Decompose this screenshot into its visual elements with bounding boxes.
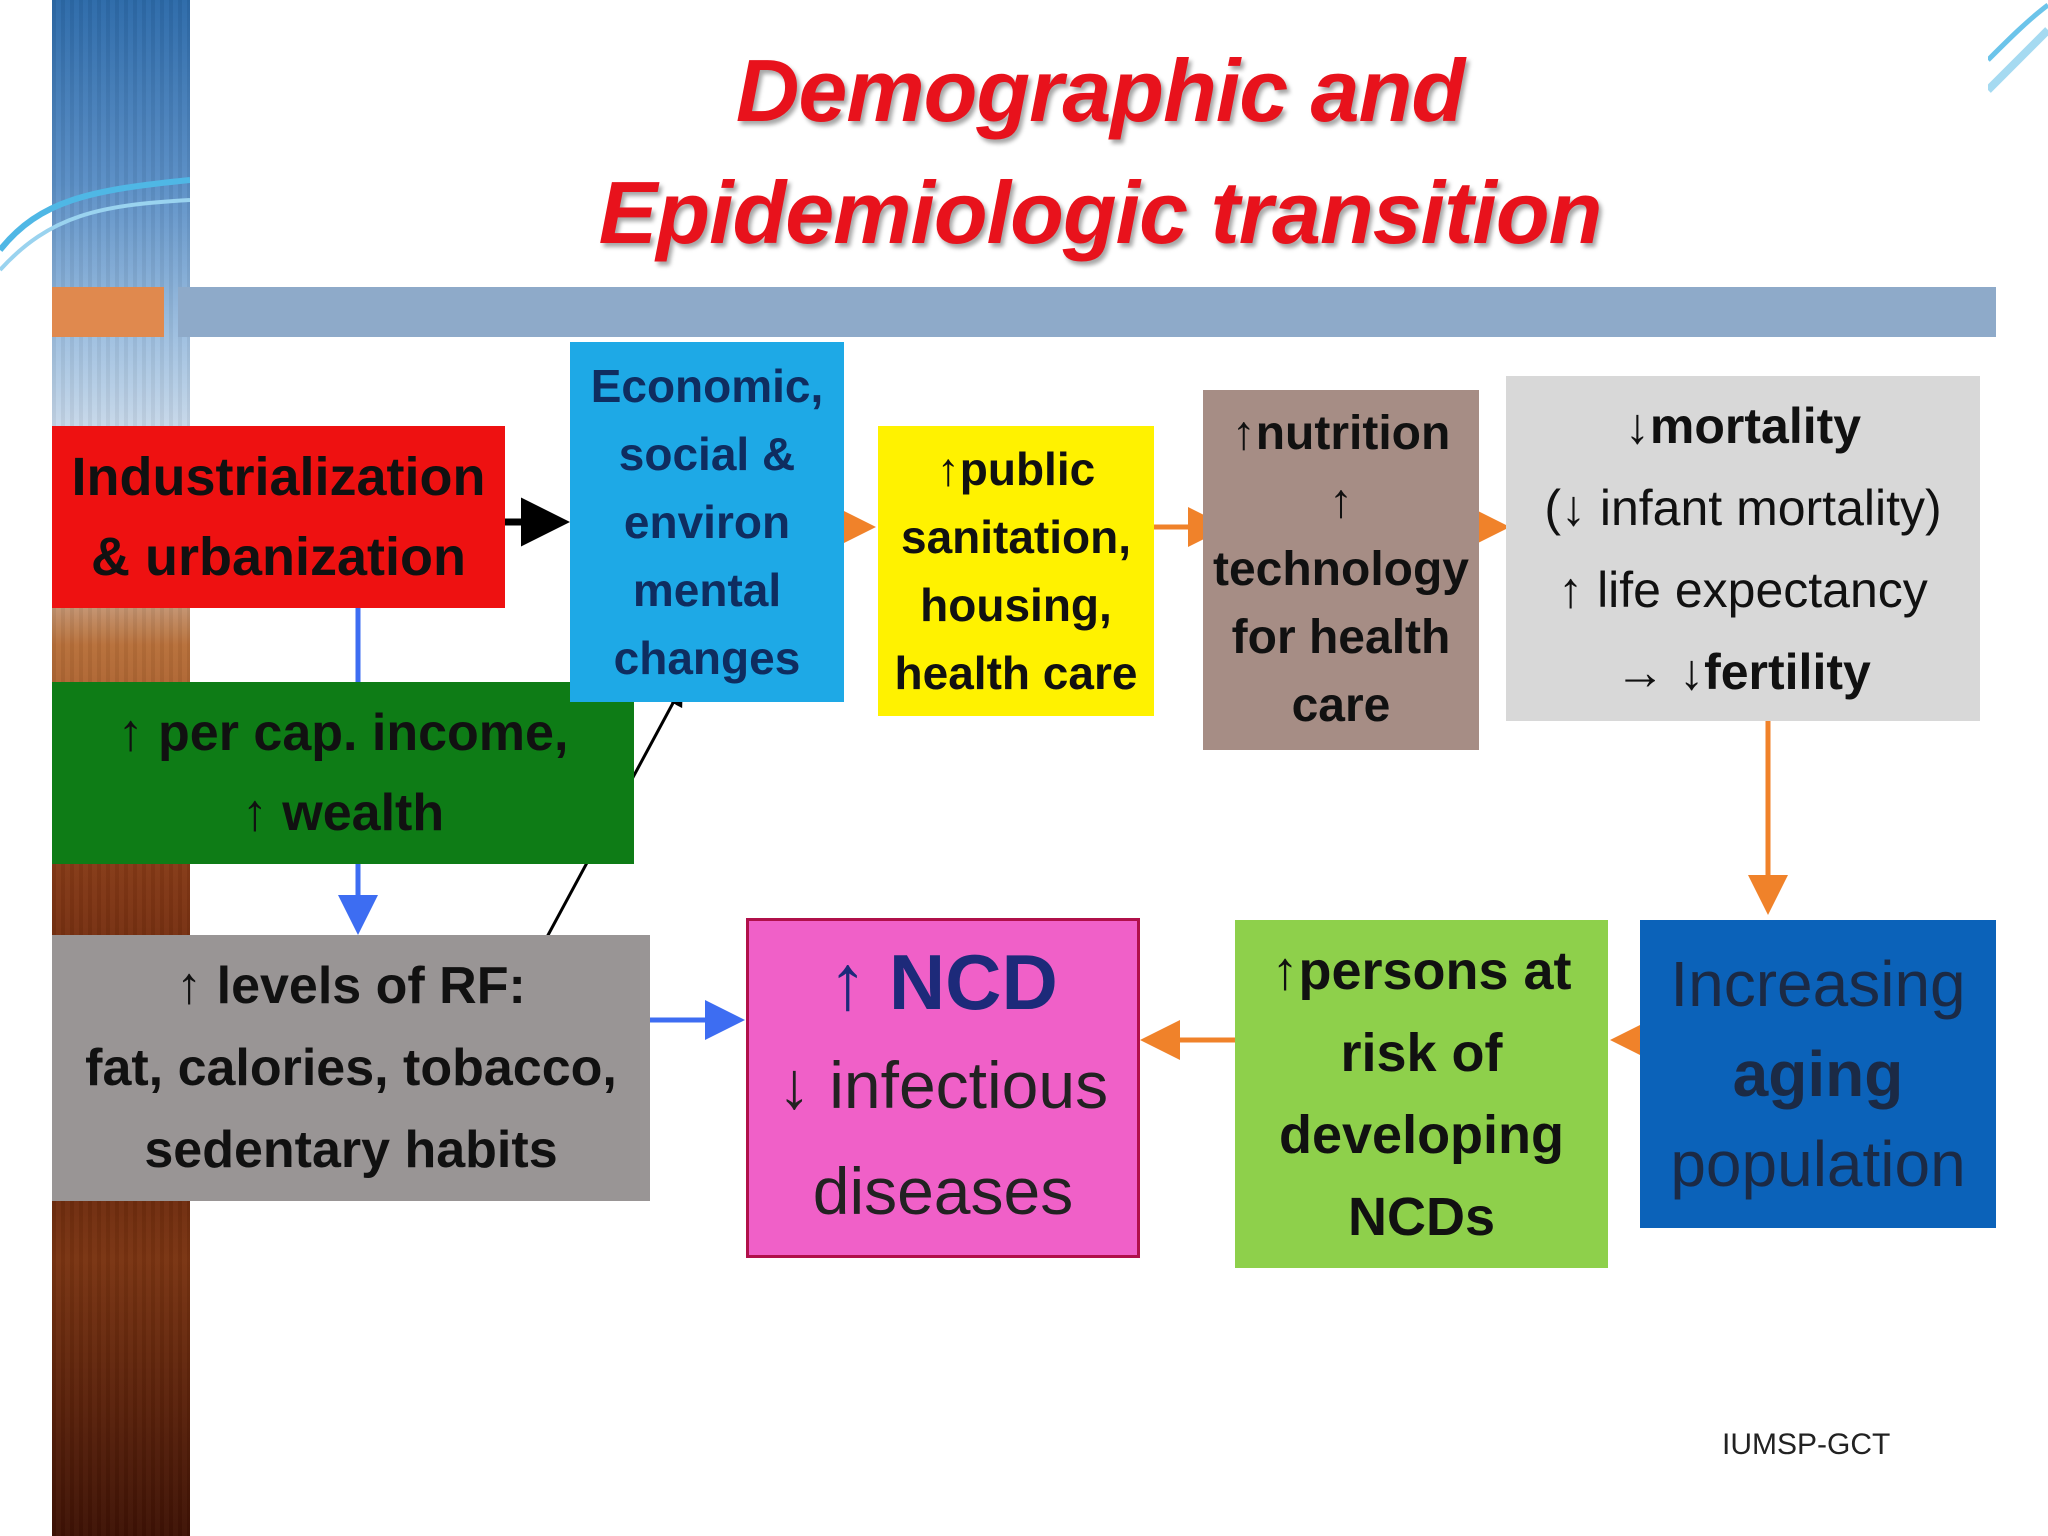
title-line-2: Epidemiologic transition <box>598 163 1603 262</box>
aging-line-3: population <box>1670 1128 1966 1200</box>
nutrition-line-2: ↑ <box>1328 475 1353 528</box>
mortality-box: ↓mortality (↓ infant mortality) ↑ life e… <box>1506 376 1980 721</box>
aging-line-2: aging <box>1732 1038 1904 1110</box>
top-left-swoosh-decoration <box>0 177 190 272</box>
economic-line-4: mental <box>632 564 782 616</box>
aging-line-1: Increasing <box>1670 948 1966 1020</box>
nutrition-line-5: care <box>1291 679 1391 732</box>
aging-population-box: Increasing aging population <box>1640 920 1996 1228</box>
income-line-1: ↑ per cap. income, <box>117 704 569 762</box>
economic-line-2: social & <box>618 428 796 480</box>
persons-line-4: NCDs <box>1347 1187 1496 1247</box>
mortality-line-2: (↓ infant mortality) <box>1544 479 1942 536</box>
persons-at-risk-box: ↑persons at risk of developing NCDs <box>1235 920 1608 1268</box>
economic-line-5: changes <box>613 632 801 684</box>
title-line-1: Demographic and <box>735 41 1465 140</box>
risk-factors-line-3: sedentary habits <box>144 1121 558 1179</box>
industrialization-box: Industrialization & urbanization <box>52 426 505 608</box>
nutrition-line-3: technology <box>1212 543 1469 596</box>
income-box: ↑ per cap. income, ↑ wealth <box>52 682 634 864</box>
mortality-line-4-prefix: → <box>1615 643 1680 700</box>
risk-factors-line-1: ↑ levels of RF: <box>176 957 526 1015</box>
public-line-1: ↑public <box>936 443 1096 495</box>
blue-divider-bar <box>178 287 1996 337</box>
industrialization-line-1: Industrialization <box>71 447 486 507</box>
ncd-line-1: ↑ NCD <box>828 938 1058 1026</box>
public-line-3: housing, <box>920 579 1112 631</box>
slide-title: Demographic and Epidemiologic transition <box>430 30 1770 274</box>
ncd-line-2: ↓ infectious <box>777 1048 1109 1122</box>
orange-accent-bar <box>52 287 164 337</box>
top-right-swoosh-decoration <box>1988 3 2048 93</box>
economic-changes-box: Economic, social & environ mental change… <box>570 342 844 702</box>
fertility-label: ↓fertility <box>1679 643 1871 700</box>
mortality-line-1: ↓mortality <box>1624 397 1862 454</box>
economic-line-3: environ <box>623 496 791 548</box>
public-line-2: sanitation, <box>900 511 1132 563</box>
ncd-line-3: diseases <box>812 1154 1074 1228</box>
risk-factors-line-2: fat, calories, tobacco, <box>85 1039 617 1097</box>
mortality-line-4: → ↓fertility <box>1544 631 1941 713</box>
nutrition-line-1: ↑nutrition <box>1231 407 1451 460</box>
income-line-2: ↑ wealth <box>241 784 445 842</box>
public-sanitation-box: ↑public sanitation, housing, health care <box>878 426 1154 716</box>
persons-line-2: risk of <box>1340 1023 1503 1083</box>
nutrition-technology-box: ↑nutrition ↑ technology for health care <box>1203 390 1479 750</box>
economic-line-1: Economic, <box>590 360 824 412</box>
footer-credit: IUMSP-GCT <box>1722 1428 1891 1461</box>
public-line-4: health care <box>894 647 1138 699</box>
industrialization-line-2: & urbanization <box>91 527 466 587</box>
mortality-line-3: ↑ life expectancy <box>1558 561 1928 618</box>
risk-factors-box: ↑ levels of RF: fat, calories, tobacco, … <box>52 935 650 1201</box>
left-margin <box>0 0 52 1536</box>
persons-line-3: developing <box>1278 1105 1565 1165</box>
persons-line-1: ↑persons at <box>1271 941 1572 1001</box>
ncd-box: ↑ NCD ↓ infectious diseases <box>746 918 1140 1258</box>
nutrition-line-4: for health <box>1231 611 1451 664</box>
